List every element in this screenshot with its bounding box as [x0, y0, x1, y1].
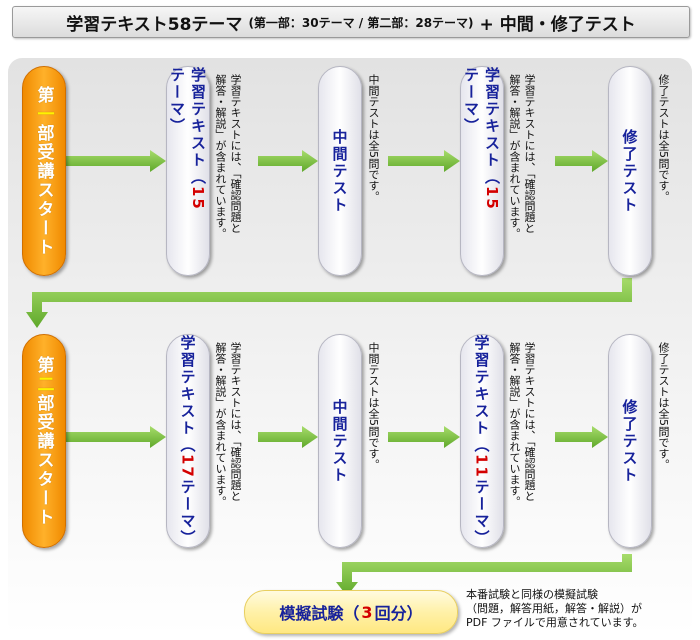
arrow-r2-d — [555, 426, 608, 448]
page-title-suffix: + 中間・修了テスト — [479, 14, 636, 35]
study-text-r2-1: 学習テキスト（17テーマ） — [166, 334, 210, 548]
arrow-r1-b — [258, 150, 318, 172]
final-test-r2: 修了テスト — [608, 334, 652, 548]
arrow-r1-c — [388, 150, 460, 172]
arrow-r1-a — [66, 150, 166, 172]
midterm-test-r2: 中間テスト — [318, 334, 362, 548]
mock-note-line2: （問題，解答用紙，解答・解説）が — [466, 602, 642, 615]
arrow-r1-d — [555, 150, 608, 172]
midterm-test-r1: 中間テスト — [318, 66, 362, 276]
midterm-note-r1: 中間テストは全5問です。 — [367, 74, 380, 202]
study-text-r2-2: 学習テキスト（11テーマ） — [460, 334, 504, 548]
arrow-r2-c — [388, 426, 460, 448]
arrow-r2-b — [258, 426, 318, 448]
mock-exam-note: 本番試験と同様の模擬試験 （問題，解答用紙，解答・解説）が PDF ファイルで用… — [466, 588, 696, 630]
study-note-r1-2: 学習テキストには、「確認問題と解答・解説」が含まれています。 — [508, 74, 536, 239]
page-title: 学習テキスト58テーマ — [66, 14, 243, 35]
final-test-r1: 修了テスト — [608, 66, 652, 276]
final-note-r1: 修了テストは全5問です。 — [657, 74, 670, 202]
start-part1: 第一部受講スタート — [22, 66, 66, 276]
study-text-r1-2: 学習テキスト（15テーマ） — [460, 66, 504, 276]
study-text-r1-1: 学習テキスト（15テーマ） — [166, 66, 210, 276]
arrow-r2-a — [66, 426, 166, 448]
arrow-r1-to-r2 — [26, 278, 632, 328]
arrow-r2-to-mock — [336, 554, 632, 596]
page-subtitle: (第一部：30テーマ / 第二部：28テーマ) — [248, 15, 474, 30]
mock-note-line1: 本番試験と同様の模擬試験 — [466, 588, 598, 601]
final-note-r2: 修了テストは全5問です。 — [657, 342, 670, 470]
study-note-r1-1: 学習テキストには、「確認問題と解答・解説」が含まれています。 — [214, 74, 242, 239]
mock-note-line3: PDF ファイルで用意されています。 — [466, 616, 644, 629]
title-bar: 学習テキスト58テーマ (第一部：30テーマ / 第二部：28テーマ) + 中間… — [12, 6, 690, 38]
study-note-r2-2: 学習テキストには、「確認問題と解答・解説」が含まれています。 — [508, 342, 536, 507]
midterm-note-r2: 中間テストは全5問です。 — [367, 342, 380, 470]
study-note-r2-1: 学習テキストには、「確認問題と解答・解説」が含まれています。 — [214, 342, 242, 507]
start-part2: 第二部受講スタート — [22, 334, 66, 548]
